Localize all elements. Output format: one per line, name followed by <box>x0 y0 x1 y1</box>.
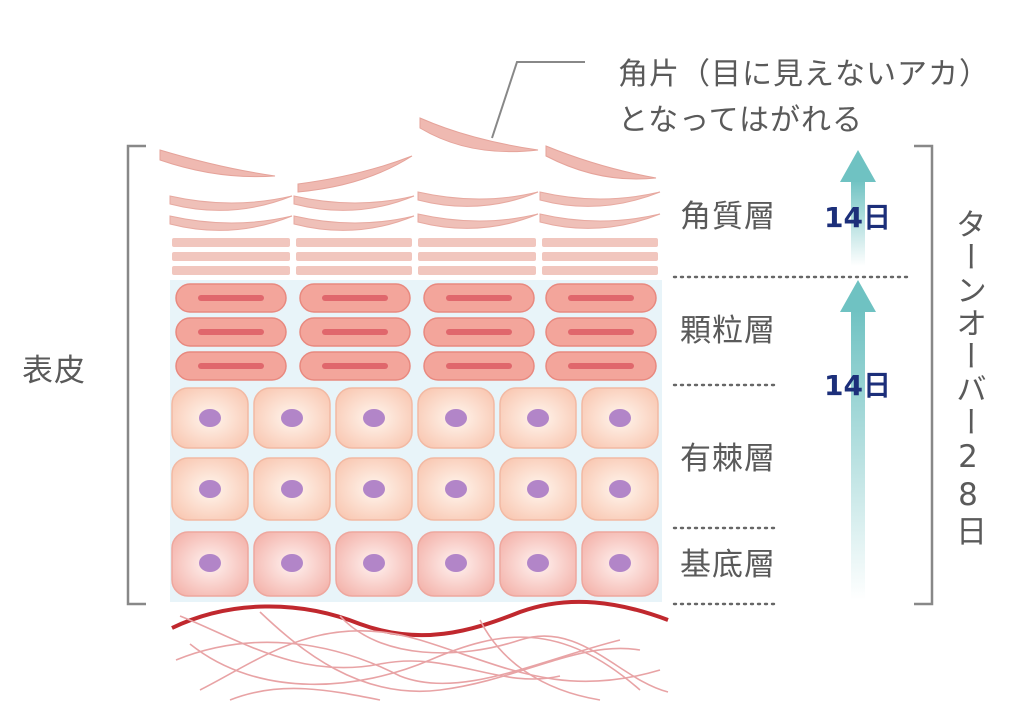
epidermis-label: 表皮 <box>22 353 86 389</box>
stratum-basale-label: 基底層 <box>680 547 776 583</box>
flake-note-line2: となってはがれる <box>618 103 863 138</box>
epidermis-bracket <box>126 144 146 606</box>
peeling-flakes <box>159 117 657 193</box>
days-lower-label: 14日 <box>824 369 891 402</box>
granular-layer-cells <box>175 283 657 381</box>
spinous-layer-cells <box>171 387 659 521</box>
corneum-scales <box>169 191 661 231</box>
turnover-bracket <box>914 144 934 606</box>
dermis-fibers <box>175 611 669 701</box>
flake-note-line1: 角片（目に見えないアカ） <box>618 57 990 92</box>
corneum-flat-layers <box>172 238 658 275</box>
stratum-spinosum-label: 有棘層 <box>680 441 776 477</box>
layer-separators <box>672 275 912 606</box>
arrow-up-icon <box>840 280 876 600</box>
turnover-label: ターンオーバー28日 <box>950 208 986 548</box>
arrow-up-icon <box>840 150 876 266</box>
days-upper-label: 14日 <box>824 201 891 234</box>
stratum-corneum-label: 角質層 <box>680 199 776 235</box>
note-leader-line <box>491 61 585 139</box>
flake-note: 角片（目に見えないアカ） となってはがれる <box>618 52 990 144</box>
basal-layer-cells <box>171 531 659 597</box>
stratum-granulosum-label: 顆粒層 <box>680 313 776 349</box>
dermis-boundary <box>171 599 669 638</box>
